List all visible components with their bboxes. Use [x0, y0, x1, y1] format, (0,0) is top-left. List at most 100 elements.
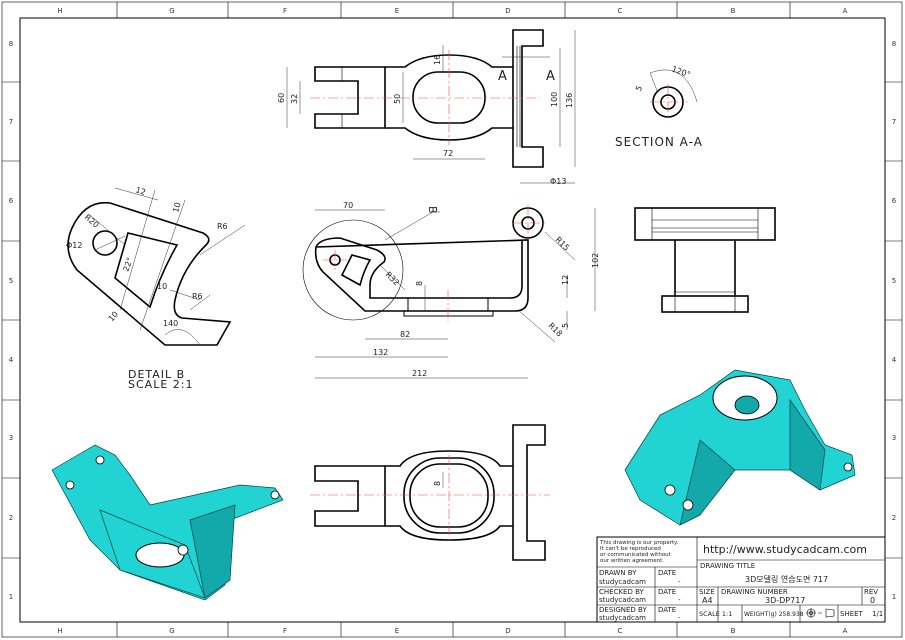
- drawing-label: 10: [157, 282, 167, 291]
- drawing-label: 3: [9, 434, 13, 442]
- drawing-label: 2: [9, 514, 13, 522]
- drawing-line: [634, 207, 776, 241]
- drawing-line: [116, 622, 791, 637]
- drawing-label: DRAWN BY: [599, 569, 637, 577]
- website-link[interactable]: http://www.studycadcam.com: [703, 543, 867, 556]
- drawing-label: DRAWING TITLE: [700, 562, 755, 570]
- drawing-label: DETAIL B: [128, 368, 185, 381]
- drawing-line: [177, 544, 189, 556]
- drawing-label: 140: [163, 319, 178, 328]
- drawing-label: E: [395, 627, 399, 635]
- drawing-line: [806, 608, 835, 618]
- drawing-label: G: [169, 7, 174, 15]
- top-view: 60 32 50 16 72 100 136 A A: [277, 29, 576, 168]
- drawing-line: [512, 424, 546, 561]
- drawing-label: -: [678, 578, 681, 586]
- drawing-label: B: [426, 206, 439, 214]
- drawing-label: 102: [591, 253, 600, 268]
- drawing-label: CHECKED BY: [599, 588, 645, 596]
- drawing-label: A: [843, 627, 848, 635]
- drawing-line: [314, 239, 529, 312]
- drawing-line: [310, 455, 550, 535]
- drawing-label: 6: [9, 197, 14, 205]
- drawing-label: 5: [892, 277, 896, 285]
- drawing-label: 3D모델링 연습도면 717: [745, 574, 828, 584]
- drawing-label: 70: [343, 201, 353, 210]
- drawing-label: 60: [277, 93, 286, 103]
- drawing-label: our written agreement.: [600, 558, 664, 564]
- drawing-label: 3: [892, 434, 896, 442]
- drawing-line: [516, 46, 521, 147]
- drawing-line: [843, 462, 853, 472]
- drawing-line: [135, 542, 185, 568]
- drawing-label: 50: [393, 94, 402, 104]
- drawing-label: 82: [400, 330, 410, 339]
- drawing-line: [512, 29, 544, 168]
- drawing-label: 7: [9, 118, 13, 126]
- drawing-label: studycadcam: [599, 578, 646, 586]
- section-a-a: 120° 5 SECTION A-A: [615, 64, 703, 149]
- drawing-line: [323, 205, 545, 322]
- drawing-label: 5: [561, 323, 570, 328]
- drawing-label: 4: [9, 356, 14, 364]
- drawing-line: [314, 465, 386, 527]
- drawing-line: [315, 182, 596, 379]
- drawing-label: studycadcam: [599, 596, 646, 604]
- drawing-label: D: [505, 627, 510, 635]
- drawing-line: [679, 439, 736, 526]
- drawing-label: studycadcam: [599, 614, 646, 622]
- drawing-label: F: [283, 7, 287, 15]
- drawing-label: DESIGNED BY: [599, 606, 647, 614]
- drawing-label: Φ13: [550, 177, 566, 186]
- drawing-label: It can't be reproduced: [600, 546, 661, 552]
- drawing-label: This drawing is our property.: [599, 540, 679, 546]
- drawing-label: 4: [892, 356, 897, 364]
- drawing-line: [661, 295, 749, 313]
- drawing-label: REV: [864, 588, 878, 596]
- drawing-label: 8: [415, 281, 424, 286]
- drawing-line: [314, 66, 386, 129]
- drawing-label: A: [843, 7, 848, 15]
- drawing-label: 7: [892, 118, 896, 126]
- drawing-line: [2, 81, 20, 559]
- drawing-line: [403, 310, 494, 317]
- drawing-label: H: [57, 7, 62, 15]
- drawing-label: -: [678, 596, 681, 604]
- drawing-label: R32: [384, 270, 402, 288]
- drawing-label: 1: [892, 593, 896, 601]
- drawing-label: D: [505, 7, 510, 15]
- drawing-line: [651, 208, 759, 240]
- drawing-label: C: [618, 627, 623, 635]
- drawing-label: 2: [892, 514, 896, 522]
- drawing-label: -: [678, 614, 681, 622]
- drawing-line: [116, 2, 791, 18]
- drawing-label: R6: [217, 222, 228, 231]
- drawing-line: [649, 69, 698, 103]
- drawing-line: [734, 395, 760, 415]
- drawing-label: B: [731, 627, 736, 635]
- bottom-view: 8: [310, 424, 550, 561]
- drawing-label: SECTION A-A: [615, 135, 703, 149]
- drawing-label: 132: [373, 348, 388, 357]
- detail-b-circle: [302, 219, 404, 321]
- drawing-label: 8: [433, 481, 442, 486]
- isometric-view-right: [624, 369, 856, 526]
- drawing-line: [114, 232, 179, 309]
- drawing-label: 6: [892, 197, 897, 205]
- drawing-label: 0: [870, 596, 875, 605]
- drawing-label: G: [169, 627, 174, 635]
- drawing-label: 5: [9, 277, 13, 285]
- drawing-label: SHEET: [840, 610, 864, 618]
- drawing-line: [885, 81, 902, 559]
- drawing-label: 16: [433, 55, 442, 65]
- drawing-label: DATE: [658, 606, 676, 614]
- drawing-label: R6: [192, 292, 203, 301]
- drawing-label: R20: [83, 213, 101, 230]
- zone-labels-bottom: H G F E D C B A: [57, 627, 847, 635]
- drawing-label: 8: [892, 40, 896, 48]
- front-view: 70 82 132 212 102 12 5 8 Φ13 R15 R32 R18…: [302, 177, 600, 379]
- drawing-line: [92, 230, 118, 256]
- drawing-line: [270, 490, 280, 500]
